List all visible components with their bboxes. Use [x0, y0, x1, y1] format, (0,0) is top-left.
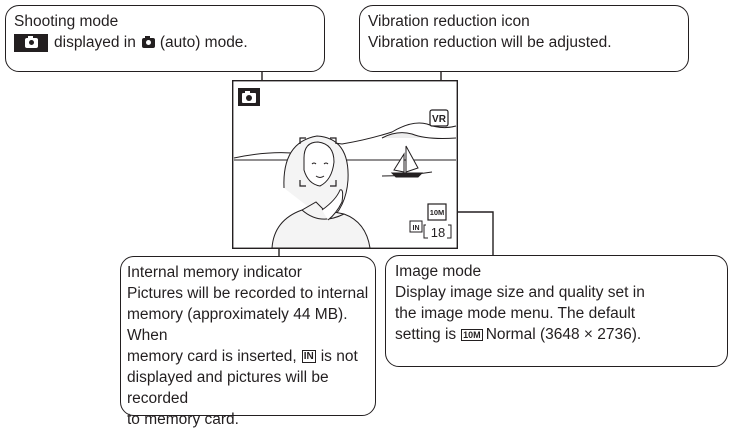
callout-line: displayed and pictures will be recorded: [127, 369, 329, 407]
callout-line: memory (approximately 44 MB). When: [127, 306, 348, 344]
callout-vibration-reduction: Vibration reduction icon Vibration reduc…: [359, 5, 689, 72]
internal-memory-indicator-icon: IN: [301, 350, 316, 363]
callout-title: Image mode: [395, 263, 482, 280]
callout-shooting-mode: Shooting mode displayed in (auto) mode.: [5, 5, 325, 72]
leader-image-mode: [448, 211, 494, 255]
boat-hull: [390, 172, 424, 178]
image-mode-icon: [427, 203, 447, 221]
callout-text: memory card is inserted,: [127, 348, 297, 365]
sail-front: [405, 145, 419, 173]
camera-monitor: VR 10M IN 18: [232, 80, 458, 249]
callout-image-mode: Image mode Display image size and qualit…: [385, 255, 728, 367]
shooting-mode-badge-icon: [14, 33, 48, 52]
vr-icon: [429, 109, 449, 127]
scene-illustration: [233, 122, 457, 249]
callout-text: displayed in: [54, 34, 136, 51]
face-features: [311, 162, 329, 178]
face: [303, 141, 335, 187]
image-mode-icon: 10M: [461, 328, 483, 341]
vr-icon-label: VR: [432, 114, 447, 125]
callout-text: is not: [320, 348, 358, 365]
face-detection-frame: [299, 137, 337, 187]
collar: [301, 209, 345, 220]
callout-line: Display image size and quality set in: [395, 284, 645, 301]
frames-remaining: 18: [431, 225, 445, 240]
hand: [321, 189, 344, 221]
internal-memory-icon: [409, 220, 423, 233]
callout-text: setting is: [395, 326, 457, 343]
callout-line: Pictures will be recorded to internal: [127, 285, 369, 302]
sail-back: [393, 152, 405, 173]
callout-line: the image mode menu. The default: [395, 305, 636, 322]
camera-auto-icon: [141, 35, 155, 48]
callout-title: Vibration reduction icon: [368, 13, 530, 30]
callout-text-end: (auto) mode.: [159, 34, 248, 51]
callout-line-with-icon: setting is 10M Normal (3648 × 2736).: [395, 324, 727, 345]
far-hills: [381, 132, 457, 139]
callout-internal-memory: Internal memory indicator Pictures will …: [120, 256, 376, 428]
callout-line: to memory card.: [127, 411, 239, 428]
camera-icon: [24, 35, 38, 48]
callout-line: displayed in (auto) mode.: [14, 32, 324, 53]
image-mode-icon-label: 10M: [430, 208, 445, 217]
internal-memory-icon-label: IN: [413, 225, 420, 232]
callout-desc: Vibration reduction will be adjusted.: [368, 34, 612, 51]
callout-text: Normal (3648 × 2736).: [485, 326, 642, 343]
callout-title: Internal memory indicator: [127, 264, 302, 281]
callout-title: Shooting mode: [14, 13, 119, 30]
callout-line-with-icon: memory card is inserted, IN is not: [127, 346, 375, 367]
